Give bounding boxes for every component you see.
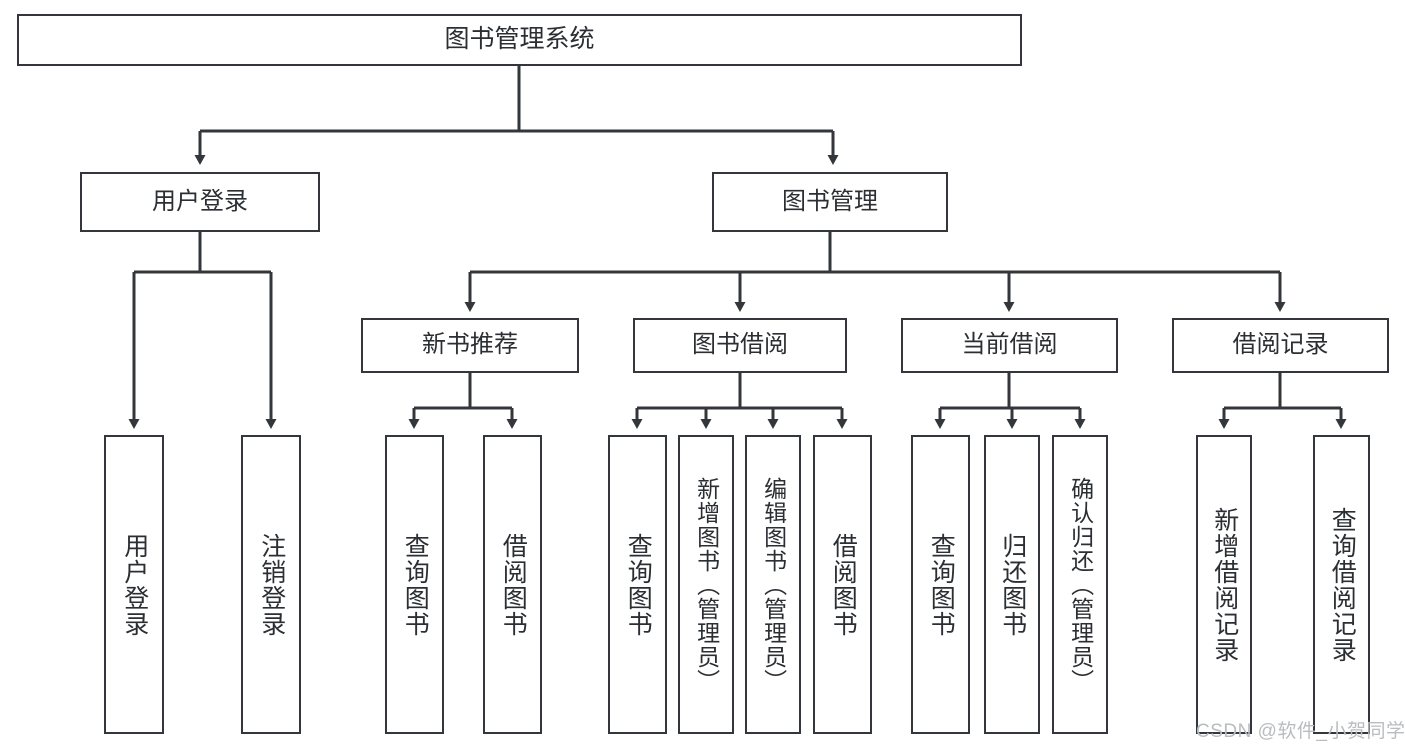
node-current-borrow-label: 当前借阅 — [961, 331, 1058, 359]
node-user-login[interactable]: 用户登录 — [80, 172, 320, 232]
leaf-user-login-label: 用户登录 — [120, 532, 149, 637]
leaf-add-book-admin[interactable]: 新增图书（管理员） — [678, 435, 734, 734]
node-borrow-record[interactable]: 借阅记录 — [1172, 318, 1389, 373]
node-new-book-recommend[interactable]: 新书推荐 — [361, 318, 579, 373]
node-current-borrow[interactable]: 当前借阅 — [901, 318, 1118, 373]
leaf-borrow-book-recommend[interactable]: 借阅图书 — [483, 435, 542, 734]
node-book-borrow[interactable]: 图书借阅 — [633, 318, 847, 373]
leaf-add-book-admin-label: 新增图书（管理员） — [693, 476, 720, 693]
leaf-return-book[interactable]: 归还图书 — [984, 435, 1040, 734]
leaf-edit-book-admin-label: 编辑图书（管理员） — [760, 476, 787, 693]
node-root[interactable]: 图书管理系统 — [17, 14, 1022, 66]
leaf-return-book-label: 归还图书 — [998, 532, 1027, 637]
leaf-query-book-recommend-label: 查询图书 — [401, 532, 430, 637]
leaf-borrow-book[interactable]: 借阅图书 — [813, 435, 872, 734]
leaf-add-borrow-record-label: 新增借阅记录 — [1210, 506, 1239, 663]
leaf-confirm-return-admin[interactable]: 确认归还（管理员） — [1052, 435, 1108, 734]
csdn-watermark: CSDN @软件_小贺同学 — [1196, 721, 1405, 742]
leaf-user-login[interactable]: 用户登录 — [104, 435, 164, 734]
node-borrow-record-label: 借阅记录 — [1232, 331, 1329, 359]
leaf-confirm-return-admin-label: 确认归还（管理员） — [1067, 476, 1094, 693]
leaf-logout[interactable]: 注销登录 — [241, 435, 301, 734]
leaf-query-borrow-record[interactable]: 查询借阅记录 — [1313, 435, 1370, 734]
leaf-query-book-recommend[interactable]: 查询图书 — [385, 435, 444, 734]
node-user-login-label: 用户登录 — [152, 187, 248, 215]
leaf-query-book-current-label: 查询图书 — [927, 532, 956, 637]
leaf-logout-label: 注销登录 — [257, 532, 286, 637]
leaf-borrow-book-label: 借阅图书 — [829, 532, 858, 637]
leaf-query-book-borrow-label: 查询图书 — [624, 532, 653, 637]
leaf-edit-book-admin[interactable]: 编辑图书（管理员） — [745, 435, 801, 734]
leaf-query-book-borrow[interactable]: 查询图书 — [608, 435, 667, 734]
node-root-label: 图书管理系统 — [444, 25, 595, 54]
node-book-management[interactable]: 图书管理 — [712, 172, 948, 232]
node-book-management-label: 图书管理 — [782, 187, 878, 215]
node-new-book-recommend-label: 新书推荐 — [422, 331, 518, 359]
leaf-query-book-current[interactable]: 查询图书 — [911, 435, 970, 734]
node-book-borrow-label: 图书借阅 — [692, 331, 788, 359]
leaf-query-borrow-record-label: 查询借阅记录 — [1328, 506, 1357, 663]
leaf-borrow-book-recommend-label: 借阅图书 — [499, 532, 528, 637]
leaf-add-borrow-record[interactable]: 新增借阅记录 — [1196, 435, 1252, 734]
